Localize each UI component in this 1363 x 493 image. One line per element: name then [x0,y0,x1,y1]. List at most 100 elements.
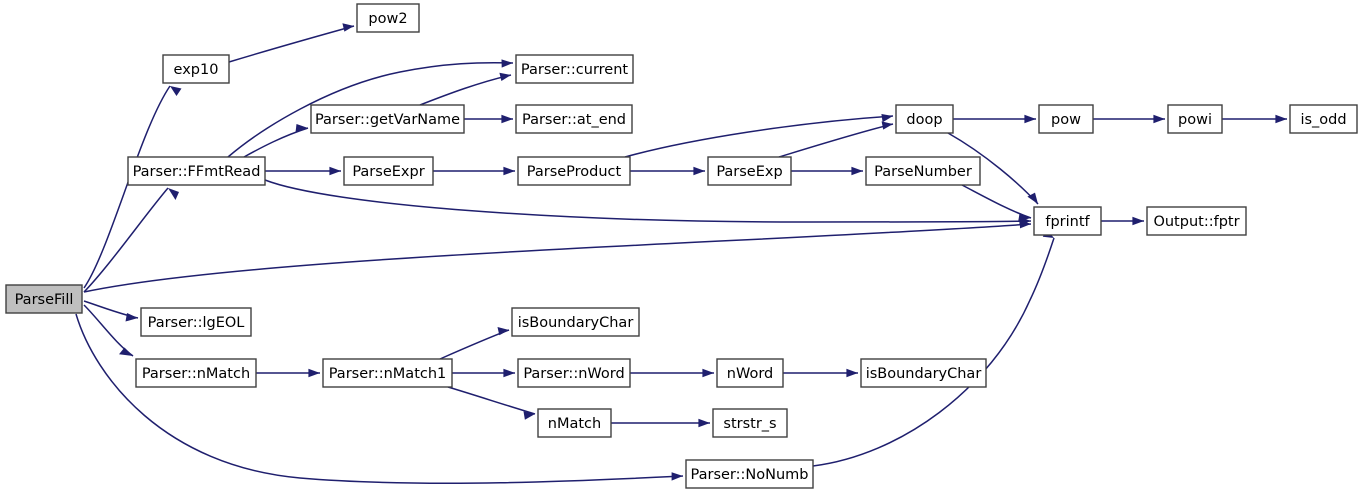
edge-nmatch1_p-to-nmatch [447,386,536,420]
node-nword[interactable]: nWord [716,358,784,388]
edge-ffmtread-to-fprintf [264,179,1032,226]
node-label: nMatch [548,416,601,432]
node-box[interactable] [537,408,612,438]
node-box[interactable] [685,459,814,489]
node-parseexp[interactable]: ParseExp [707,156,792,186]
node-pow[interactable]: pow [1038,104,1094,134]
node-box[interactable] [135,358,257,388]
node-box[interactable] [895,104,954,134]
arrowhead-icon [851,166,863,176]
node-box[interactable] [860,358,987,388]
node-doop[interactable]: doop [895,104,954,134]
node-parser_current[interactable]: Parser::current [515,54,634,84]
edge-line [419,74,512,106]
node-nonumb[interactable]: Parser::NoNumb [685,459,814,489]
node-box[interactable] [1289,104,1358,134]
node-label: ParseProduct [527,164,622,180]
node-label: Parser::nMatch1 [329,366,447,382]
node-box[interactable] [1038,104,1094,134]
node-box[interactable] [511,307,640,337]
edge-parsefill-to-lgeol [83,300,139,322]
edge-line [75,313,684,485]
node-ffmtread[interactable]: Parser::FFmtRead [127,156,266,186]
edge-line [264,179,1032,223]
node-box[interactable] [707,156,792,186]
arrowhead-icon [846,368,858,378]
node-lgeol[interactable]: Parser::lgEOL [140,307,252,337]
arrowhead-icon [1027,192,1038,204]
node-output_fptr[interactable]: Output::fptr [1146,206,1247,236]
arrowhead-icon [499,72,511,81]
edge-doop-to-fprintf [947,132,1039,205]
node-isboundary2[interactable]: isBoundaryChar [860,358,987,388]
edge-nonumb-to-fprintf [812,229,1055,467]
edge-ffmtread-to-getvarname [243,124,309,158]
edge-parsefill-to-fprintf [83,219,1032,293]
node-nmatch[interactable]: nMatch [537,408,612,438]
node-nmatch_p[interactable]: Parser::nMatch [135,358,257,388]
node-parseproduct[interactable]: ParseProduct [517,156,631,186]
edge-nmatch-to-strstr_s [611,418,710,428]
edge-nmatch1_p-to-isboundary1 [439,327,510,360]
node-strstr_s[interactable]: strstr_s [712,408,788,438]
node-parsefill[interactable]: ParseFill [5,284,83,314]
node-box[interactable] [716,358,784,388]
node-label: powi [1178,112,1212,128]
node-box[interactable] [1146,206,1247,236]
arrowhead-icon [881,114,893,123]
node-is_odd[interactable]: is_odd [1289,104,1358,134]
node-getvarname[interactable]: Parser::getVarName [310,104,465,134]
arrowhead-icon [295,124,308,133]
edge-ffmtread-to-parser_current [227,59,514,158]
arrowhead-icon [501,59,513,68]
node-box[interactable] [356,3,420,33]
edge-parseexp-to-doop [778,121,894,158]
node-box[interactable] [517,358,631,388]
node-nword_p[interactable]: Parser::nWord [517,358,631,388]
node-box[interactable] [515,104,633,134]
edge-ffmtread-to-parseexpr [265,166,341,176]
node-box[interactable] [1167,104,1223,134]
arrowhead-icon [125,313,138,322]
node-fprintf[interactable]: fprintf [1033,206,1102,236]
node-exp10[interactable]: exp10 [162,54,230,84]
node-label: Parser::FFmtRead [133,164,261,180]
node-at_end[interactable]: Parser::at_end [515,104,633,134]
arrowhead-icon [342,23,354,32]
node-box[interactable] [310,104,465,134]
node-box[interactable] [140,307,252,337]
node-isboundary1[interactable]: isBoundaryChar [511,307,640,337]
arrowhead-icon [329,166,341,176]
node-label: Parser::nMatch [142,366,250,382]
edge-doop-to-pow [953,114,1036,124]
edge-fprintf-to-output_fptr [1101,216,1144,226]
node-nmatch1_p[interactable]: Parser::nMatch1 [322,358,453,388]
edge-nmatch1_p-to-nword_p [452,368,515,378]
node-label: Parser::nWord [523,366,624,382]
node-box[interactable] [343,156,434,186]
edge-parsefill-to-nmatch_p [83,304,134,357]
node-box[interactable] [515,54,634,84]
node-box[interactable] [712,408,788,438]
node-parsenumber[interactable]: ParseNumber [865,156,981,186]
node-box[interactable] [5,284,83,314]
node-box[interactable] [322,358,453,388]
arrowhead-icon [168,188,179,200]
edge-line [83,223,1032,293]
node-label: Parser::getVarName [315,112,460,128]
node-box[interactable] [1033,206,1102,236]
arrowhead-icon [1275,114,1287,124]
node-box[interactable] [127,156,266,186]
node-label: isBoundaryChar [866,366,982,382]
edges-layer [75,23,1287,485]
edge-nword-to-isboundary2 [783,368,858,378]
node-pow2[interactable]: pow2 [356,3,420,33]
node-box[interactable] [162,54,230,84]
node-powi[interactable]: powi [1167,104,1223,134]
node-parseexpr[interactable]: ParseExpr [343,156,434,186]
node-label: ParseExpr [352,164,424,180]
node-box[interactable] [517,156,631,186]
node-box[interactable] [865,156,981,186]
